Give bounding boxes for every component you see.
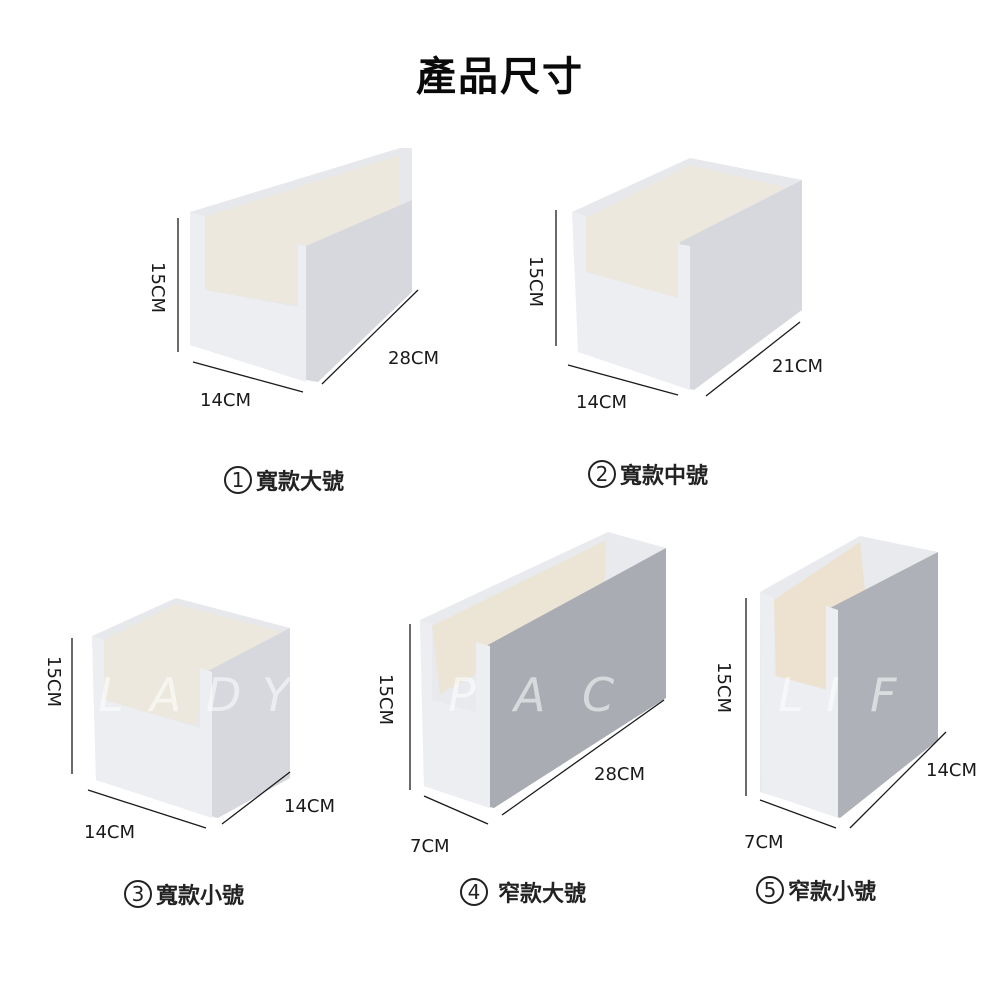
- box-2-height-label: 15CM: [525, 256, 546, 308]
- box-1-width-label: 14CM: [200, 390, 252, 411]
- page-title: 產品尺寸: [416, 54, 584, 100]
- box-1-drawing: [177, 148, 419, 393]
- watermark-letter: I: [826, 668, 840, 722]
- watermark-letter: D: [206, 668, 242, 722]
- number-badge: 3: [124, 880, 152, 908]
- box-2-width-label: 14CM: [576, 392, 628, 413]
- box-4-height-label: 15CM: [375, 674, 396, 726]
- box-5-caption: 5 窄款小號: [756, 874, 876, 906]
- box-5-width-label: 7CM: [744, 832, 784, 853]
- watermark-letter: F: [870, 668, 897, 722]
- watermark-letter: A: [150, 668, 182, 722]
- watermark-letter: C: [582, 668, 615, 722]
- watermark-letter: A: [514, 668, 546, 722]
- box-2-drawing: [555, 158, 802, 397]
- watermark-letter: L: [98, 668, 124, 722]
- box-1-caption: 1 寬款大號: [224, 464, 344, 496]
- box-1-name: 寬款大號: [256, 470, 345, 495]
- box-2-depth-label: 21CM: [772, 356, 824, 377]
- box-5-drawing: [745, 536, 947, 829]
- number-badge: 1: [224, 466, 252, 494]
- box-2-caption: 2 寬款中號: [588, 458, 708, 490]
- box-4-depth-label: 28CM: [594, 764, 646, 785]
- box-1-height-label: 15CM: [147, 262, 168, 314]
- box-5-name: 窄款小號: [788, 880, 877, 905]
- box-4-width-label: 7CM: [410, 836, 450, 857]
- number-badge: 5: [756, 876, 784, 904]
- box-1-depth-label: 28CM: [388, 348, 440, 369]
- box-4-name: 窄款大號: [498, 882, 587, 907]
- box-2-name: 寬款中號: [620, 464, 709, 489]
- watermark-letter: L: [778, 668, 804, 722]
- box-5-height-label: 15CM: [713, 662, 734, 714]
- number-badge: 4: [460, 878, 488, 906]
- box-3-caption: 3 寬款小號: [124, 878, 244, 910]
- box-5-depth-label: 14CM: [926, 760, 978, 781]
- watermark-letter: Y: [262, 668, 291, 722]
- box-3-height-label: 15CM: [43, 656, 64, 708]
- number-badge: 2: [588, 460, 616, 488]
- box-3-depth-label: 14CM: [284, 796, 336, 817]
- box-3-width-label: 14CM: [84, 822, 136, 843]
- watermark-letter: P: [448, 668, 476, 722]
- box-4-caption: 4 窄款大號: [460, 876, 586, 908]
- box-3-name: 寬款小號: [156, 884, 245, 909]
